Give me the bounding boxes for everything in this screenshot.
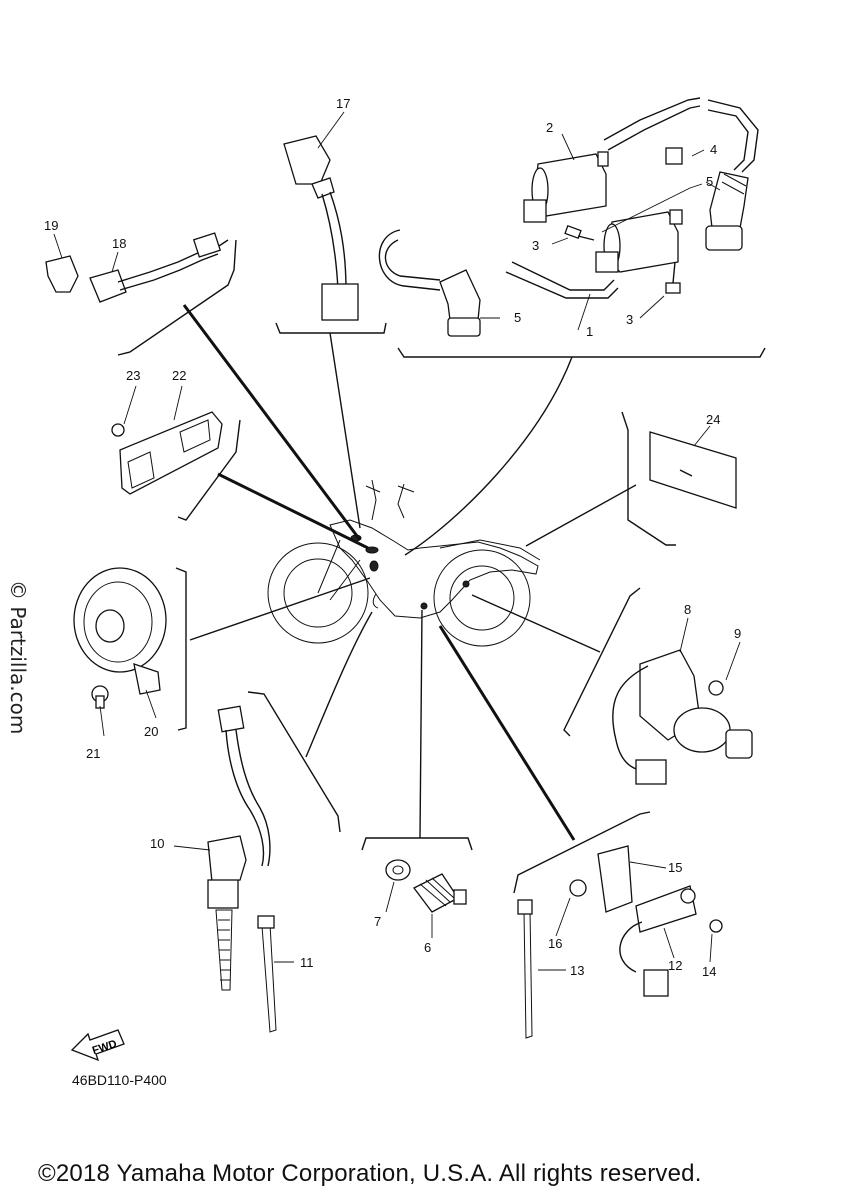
part-number-label: 2 [546, 120, 553, 135]
horn-20-21 [73, 567, 167, 737]
part-number-label: 15 [668, 860, 682, 875]
part-number-label: 18 [112, 236, 126, 251]
ignition-coil-group [378, 97, 759, 337]
part-number-label: 8 [684, 602, 691, 617]
part-number-label: 22 [172, 368, 186, 383]
part-number-label: 21 [86, 746, 100, 761]
part-number-label: 3 [626, 312, 633, 327]
leader-lines [182, 304, 637, 841]
part-number-label: 3 [532, 238, 539, 253]
part-number-label: 16 [548, 936, 562, 951]
part-number-label: 12 [668, 958, 682, 973]
diagram-code: 46BD110-P400 [72, 1072, 167, 1088]
part-number-label: 5 [706, 174, 713, 189]
spark-plug-cap-icon [439, 269, 481, 337]
switch-assembly-17 [283, 111, 359, 321]
part-number-label: 17 [336, 96, 350, 111]
part-number-label: 6 [424, 940, 431, 955]
part-number-label: 4 [710, 142, 717, 157]
part-number-labels: 1 2 3 3 4 5 5 6 7 8 9 10 11 12 13 14 15 … [44, 96, 741, 979]
part-number-label: 11 [300, 955, 314, 970]
part-number-label: 24 [706, 412, 720, 427]
collar-icon [665, 147, 683, 165]
watermark: © Partzilla.com [6, 580, 30, 735]
reflector-22-23 [111, 385, 223, 495]
part-number-label: 10 [150, 836, 164, 851]
copyright-notice: ©2018 Yamaha Motor Corporation, U.S.A. A… [38, 1160, 702, 1187]
part-number-label: 7 [374, 914, 381, 929]
part-number-label: 5 [514, 310, 521, 325]
switch-bracket-12-16 [517, 845, 723, 1039]
part-number-label: 14 [702, 964, 716, 979]
part-number-label: 23 [126, 368, 140, 383]
screw-icon [564, 225, 595, 241]
motorcycle-silhouette [267, 479, 541, 647]
group-brackets [117, 239, 766, 894]
part-number-label: 19 [44, 218, 58, 233]
spark-plug-cap-icon [705, 171, 749, 251]
main-switch-8-9 [612, 617, 753, 785]
relay-and-bracket-18-19 [45, 232, 229, 303]
switch-10-and-band-11 [173, 705, 294, 1033]
part-number-label: 20 [144, 724, 158, 739]
sender-6-and-washer-7 [385, 859, 467, 938]
reflector-24 [649, 425, 737, 509]
part-number-label: 1 [586, 324, 593, 339]
part-number-label: 9 [734, 626, 741, 641]
screw-icon [665, 261, 681, 294]
forward-arrow-icon: FWD [70, 1029, 125, 1062]
part-number-label: 13 [570, 963, 584, 978]
